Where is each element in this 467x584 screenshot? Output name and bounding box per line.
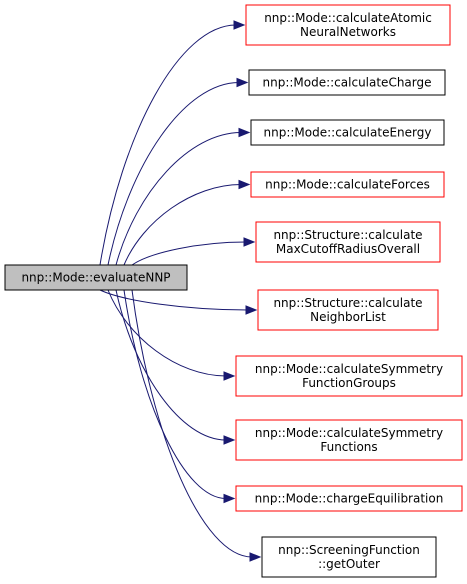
edge-to-calculate-atomic-neural-networks	[99, 24, 237, 266]
edge-arrow-calculate-max-cutoff-radius-overall	[243, 237, 256, 247]
node-calculate-symmetry-functions-label-line: Functions	[320, 440, 377, 454]
node-calculate-atomic-neural-networks-label-line: NeuralNetworks	[300, 25, 396, 39]
node-calculate-max-cutoff-radius-overall[interactable]: nnp::Structure::calculateMaxCutoffRadius…	[255, 221, 441, 263]
edge-arrow-calculate-symmetry-function-groups	[223, 371, 236, 381]
node-evaluate-nnp-box	[4, 264, 188, 291]
edge-arrow-get-outer	[249, 552, 262, 562]
node-charge-equilibration-box	[235, 485, 463, 512]
edge-arrow-charge-equilibration	[223, 493, 236, 504]
edge-to-calculate-forces	[123, 184, 242, 266]
node-get-outer-box	[261, 536, 437, 578]
node-calculate-atomic-neural-networks-label-line: nnp::Mode::calculateAtomic	[264, 11, 432, 25]
edge-to-calculate-max-cutoff-radius-overall	[131, 241, 247, 266]
edge-to-get-outer	[131, 289, 253, 558]
node-calculate-forces[interactable]: nnp::Mode::calculateForces	[250, 171, 445, 198]
node-get-outer-label-line: nnp::ScreeningFunction	[278, 543, 420, 557]
edge-arrow-calculate-forces	[238, 179, 251, 190]
node-get-outer-label-line: ::getOuter	[318, 557, 380, 571]
node-charge-equilibration[interactable]: nnp::Mode::chargeEquilibration	[235, 485, 463, 512]
node-calculate-atomic-neural-networks-box	[245, 4, 451, 46]
edge-to-charge-equilibration	[123, 289, 227, 499]
node-get-outer[interactable]: nnp::ScreeningFunction::getOuter	[261, 536, 437, 578]
node-calculate-symmetry-function-groups-box	[235, 355, 463, 397]
node-calculate-charge[interactable]: nnp::Mode::calculateCharge	[248, 69, 446, 96]
edge-arrow-calculate-energy	[238, 127, 251, 138]
node-calculate-charge-box	[248, 69, 446, 96]
node-calculate-energy-label-line: nnp::Mode::calculateEnergy	[264, 126, 432, 140]
edge-to-calculate-charge	[107, 82, 240, 266]
edge-arrow-calculate-symmetry-functions	[223, 435, 236, 445]
edge-to-calculate-neighbor-list	[99, 289, 249, 311]
node-calculate-neighbor-list-label-line: NeighborList	[310, 310, 386, 324]
node-charge-equilibration-label-line: nnp::Mode::chargeEquilibration	[255, 492, 444, 506]
call-nodes: nnp::Mode::evaluateNNPnnp::Mode::calcula…	[4, 4, 463, 578]
node-evaluate-nnp-label-line: nnp::Mode::evaluateNNP	[21, 271, 170, 285]
node-calculate-neighbor-list-label-line: nnp::Structure::calculate	[273, 296, 422, 310]
edge-arrow-calculate-atomic-neural-networks	[233, 20, 246, 30]
edge-arrow-calculate-neighbor-list	[245, 305, 258, 315]
node-calculate-symmetry-function-groups[interactable]: nnp::Mode::calculateSymmetryFunctionGrou…	[235, 355, 463, 397]
node-calculate-forces-label-line: nnp::Mode::calculateForces	[265, 178, 430, 192]
node-calculate-symmetry-function-groups-label-line: FunctionGroups	[302, 376, 396, 390]
node-calculate-symmetry-function-groups-label-line: nnp::Mode::calculateSymmetry	[255, 362, 443, 376]
node-evaluate-nnp[interactable]: nnp::Mode::evaluateNNP	[4, 264, 188, 291]
edge-to-calculate-symmetry-functions	[115, 289, 227, 441]
node-calculate-max-cutoff-radius-overall-label-line: MaxCutoffRadiusOverall	[276, 242, 420, 256]
node-calculate-charge-label-line: nnp::Mode::calculateCharge	[262, 76, 431, 90]
node-calculate-max-cutoff-radius-overall-label-line: nnp::Structure::calculate	[273, 228, 422, 242]
edge-arrow-calculate-charge	[236, 77, 249, 88]
node-calculate-neighbor-list-box	[257, 289, 439, 331]
node-calculate-symmetry-functions-label-line: nnp::Mode::calculateSymmetry	[255, 426, 443, 440]
call-edges	[99, 20, 262, 562]
node-calculate-symmetry-functions-box	[235, 419, 463, 461]
node-calculate-energy-box	[250, 119, 445, 146]
node-calculate-forces-box	[250, 171, 445, 198]
edge-to-calculate-energy	[115, 132, 242, 266]
node-calculate-energy[interactable]: nnp::Mode::calculateEnergy	[250, 119, 445, 146]
node-calculate-max-cutoff-radius-overall-box	[255, 221, 441, 263]
edge-to-calculate-symmetry-function-groups	[107, 289, 227, 377]
